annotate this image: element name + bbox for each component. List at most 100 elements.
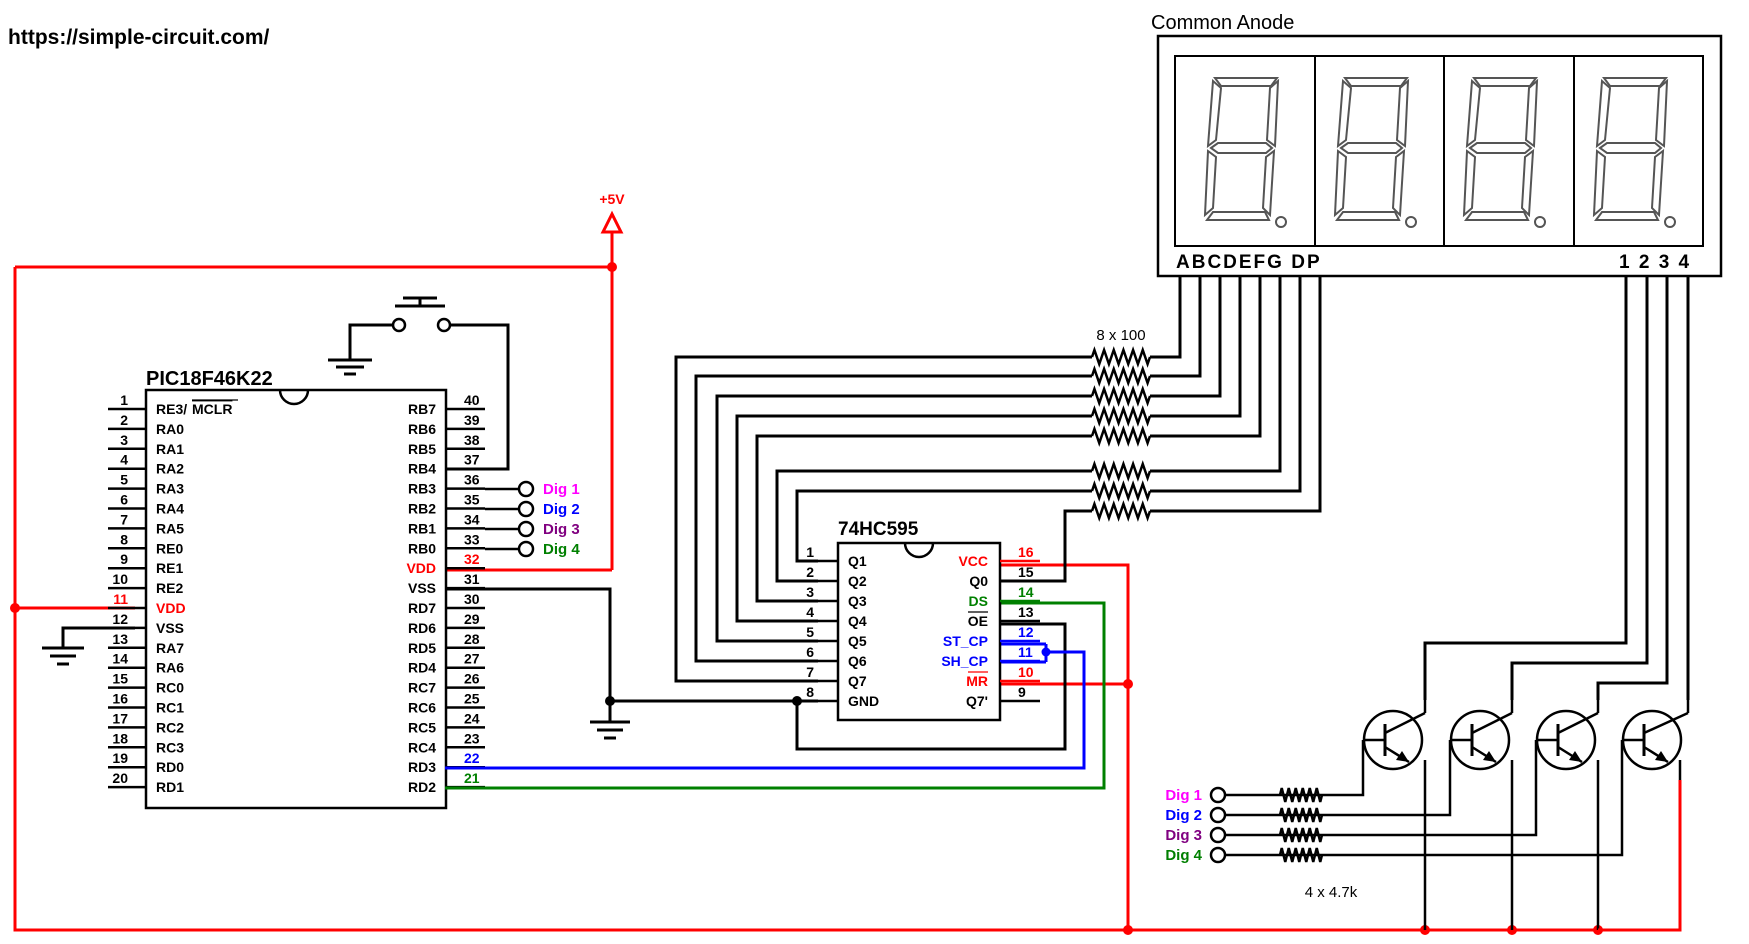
mcu-pin-label: RC1 xyxy=(156,700,184,716)
mcu-pin-label: RB3 xyxy=(408,481,436,497)
segment-resistor xyxy=(1090,385,1152,407)
segment-resistor xyxy=(1090,365,1152,387)
segment-e xyxy=(1203,149,1218,218)
sr-pin-label: SH_CP xyxy=(941,653,988,669)
segment-e xyxy=(1333,149,1348,218)
digit-common-wiring xyxy=(1423,275,1690,700)
terminal-label: Dig 1 xyxy=(1165,787,1202,804)
mcu-chip: PIC18F46K22 1RE3/MCLR2RA03RA14RA25RA36RA… xyxy=(108,368,485,810)
sr-pin-label: Q7 xyxy=(848,673,867,689)
sr-pin-label: Q0 xyxy=(969,573,988,589)
sr-pin-number: 8 xyxy=(806,684,814,700)
mcu-pin-label: VDD xyxy=(156,600,186,616)
base-wire xyxy=(1280,740,1452,817)
mcu-pin-label: RB6 xyxy=(408,421,436,437)
mcu-pin-number: 3 xyxy=(120,432,128,448)
segment-resistor xyxy=(1090,460,1152,482)
mcu-pin-label: RC2 xyxy=(156,719,184,735)
transistor-emitter xyxy=(1643,711,1689,735)
mcu-pin-number: 15 xyxy=(112,671,128,687)
terminal-circle[interactable] xyxy=(1209,826,1227,844)
base-wire xyxy=(1280,740,1538,837)
sr-pin-label: OE xyxy=(968,613,988,629)
terminal-circle[interactable] xyxy=(517,540,535,558)
sr-pin-number: 14 xyxy=(1018,584,1034,600)
sr-pin-label: MR xyxy=(966,673,988,689)
emitter-rail xyxy=(1598,780,1682,932)
segment-g xyxy=(1209,142,1274,154)
segment-f xyxy=(1336,78,1353,149)
transistor-arrow xyxy=(1569,751,1582,762)
sr-pin-number: 6 xyxy=(806,644,814,660)
mcu-pin-label: RD6 xyxy=(408,620,436,636)
mcu-pin-number: 25 xyxy=(464,691,480,707)
mcu-pin-label: RA2 xyxy=(156,461,184,477)
mcu-pin-number: 23 xyxy=(464,730,480,746)
segment-resistor xyxy=(1090,500,1152,522)
mcu-pin-label: RB2 xyxy=(408,501,436,517)
segment-e xyxy=(1462,149,1477,218)
base-resistor xyxy=(1278,807,1324,823)
segment-dp xyxy=(1405,216,1417,228)
segment-resistor xyxy=(1090,425,1152,447)
mcu-pin-number: 40 xyxy=(464,392,480,408)
mcu-name: PIC18F46K22 xyxy=(146,368,273,390)
mcu-pin-number: 16 xyxy=(112,691,128,707)
sr-pin-number: 4 xyxy=(806,604,814,620)
transistor-arrow xyxy=(1655,751,1668,762)
mcu-pin-label: RE3/ xyxy=(156,401,187,417)
transistor-emitter xyxy=(1557,711,1599,735)
reset-button[interactable] xyxy=(328,296,510,471)
sr-pin-number: 7 xyxy=(806,664,814,680)
terminal-circle[interactable] xyxy=(517,500,535,518)
terminal-label: Dig 2 xyxy=(1165,807,1202,824)
mcu-pin-label-overline: MCLR xyxy=(192,401,232,417)
segment-pin-labels: ABCDEFG DP xyxy=(1176,252,1322,273)
sr-pin-number: 15 xyxy=(1018,564,1034,580)
terminal-label: Dig 1 xyxy=(543,481,580,498)
mcu-pin-label: RD5 xyxy=(408,640,436,656)
terminal-circle[interactable] xyxy=(1209,806,1227,824)
mcu-pin-number: 37 xyxy=(464,452,480,468)
terminal-circle[interactable] xyxy=(1209,786,1227,804)
mcu-pin-number: 39 xyxy=(464,412,480,428)
mcu-pin-label: VSS xyxy=(408,580,436,596)
mcu-pin-number: 20 xyxy=(112,770,128,786)
site-url[interactable]: https://simple-circuit.com/ xyxy=(8,26,270,49)
segment-dp xyxy=(1664,216,1676,228)
mcu-pin-number: 24 xyxy=(464,710,480,726)
segment-bus xyxy=(1150,275,1322,513)
ground-net xyxy=(445,587,1067,751)
mcu-pin-number: 22 xyxy=(464,750,480,766)
sr-pin-label: Q3 xyxy=(848,593,867,609)
pnp-transistor xyxy=(1280,700,1600,837)
mcu-pin-label: VDD xyxy=(406,560,436,576)
segment-f xyxy=(1595,78,1612,149)
mcu-pin-number: 1 xyxy=(120,392,128,408)
terminal-label: Dig 4 xyxy=(1165,847,1202,864)
mcu-pin-label: RC0 xyxy=(156,680,184,696)
mcu-pin-label: RA1 xyxy=(156,441,184,457)
segment-c xyxy=(1391,148,1406,218)
sr-pin-label: Q5 xyxy=(848,633,867,649)
mcu-pin-label: RE1 xyxy=(156,560,183,576)
segment-resistor xyxy=(1090,405,1152,427)
terminal-circle[interactable] xyxy=(517,520,535,538)
mcu-pin-label: RA5 xyxy=(156,520,184,536)
pnp-transistor xyxy=(1280,700,1427,797)
mcu-pin-number: 9 xyxy=(120,551,128,567)
mcu-pin-label: VSS xyxy=(156,620,184,636)
sr-pin-number: 16 xyxy=(1018,544,1034,560)
segment-d xyxy=(1464,211,1530,221)
segment-resistor-array: 8 x 100 xyxy=(1090,327,1152,522)
digit xyxy=(1462,77,1546,228)
sr-pin-label: GND xyxy=(848,693,879,709)
base-wire xyxy=(1280,740,1624,857)
terminal-circle[interactable] xyxy=(517,480,535,498)
mcu-pin-number: 11 xyxy=(113,591,128,607)
segment-f xyxy=(1465,78,1482,149)
mcu-pin-number: 10 xyxy=(112,571,128,587)
mcu-pin-number: 27 xyxy=(464,651,480,667)
terminal-circle[interactable] xyxy=(1209,846,1227,864)
